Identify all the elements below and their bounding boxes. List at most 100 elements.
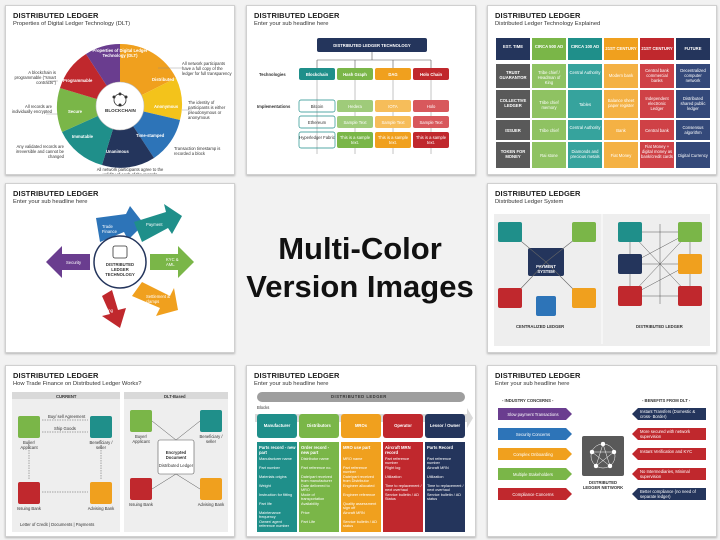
column-head: MRO use part	[343, 445, 371, 450]
tech-holo-chain: Holo Chain	[419, 72, 443, 77]
slide-subtitle: Properties of Digital Ledger Technology …	[13, 21, 131, 27]
slide-dlt-tree[interactable]: DISTRIBUTED LEDGER Enter your sub headli…	[246, 5, 476, 175]
col-header-21c-b: 21ST CENTURY	[641, 46, 673, 51]
benefits-header: - BENEFITS FROM DLT -	[642, 398, 691, 403]
table-cell: Central Authority	[569, 70, 601, 75]
column-item: Time to replacement / next overhaul	[385, 484, 422, 493]
segment-programmable: Programmable	[63, 78, 93, 83]
concerns-benefits-diagram	[498, 408, 706, 500]
table-cell: Independent electronic Ledger	[645, 96, 669, 111]
concerns-header: - INDUSTRY CONCERNS -	[502, 398, 554, 403]
table-cell: Distributed shared public ledger	[680, 96, 706, 111]
tree-root: DISTRIBUTED LEDGER TECHNOLOGY	[333, 43, 411, 48]
hub-label: DISTRIBUTED LEDGER TECHNOLOGY	[105, 262, 135, 277]
col-header-21c-a: 21ST CENTURY	[605, 46, 637, 51]
banner-label: DISTRIBUTED LEDGER	[331, 394, 387, 399]
slide-ledger-system[interactable]: DISTRIBUTED LEDGER Distributed Ledger Sy…	[487, 183, 717, 353]
table-cell: Diamonds and precious metals	[570, 149, 600, 159]
slide-trade-finance[interactable]: DISTRIBUTED LEDGER How Trade Finance on …	[5, 365, 235, 537]
concern-item: Complex Onboarding	[513, 452, 553, 457]
col-header-100ad: CIRCA 100 AD	[570, 44, 600, 49]
table-cell: Rai stone	[540, 153, 558, 158]
concern-item: Security Concerns	[515, 432, 551, 437]
blocks-label: Blocks	[257, 405, 270, 410]
column-item: Part Life	[301, 520, 316, 524]
slide-dlt-properties[interactable]: DISTRIBUTED LEDGER Properties of Digital…	[5, 5, 235, 175]
table-cell: COLLECTIVE LEDGER	[499, 98, 527, 108]
column-item: Time to replacement / next overhaul	[427, 484, 464, 493]
benefit-item: More secured with network supervision	[640, 429, 691, 439]
segment-immutable: Immutable	[72, 134, 93, 139]
slide-title: DISTRIBUTED LEDGER	[495, 371, 581, 380]
network-label: DISTRIBUTED LEDGER NETWORK	[582, 480, 624, 490]
impl-holo: Holo	[426, 104, 436, 109]
column-name: Manufacturer	[263, 423, 291, 428]
table-cell: ISSUER	[505, 128, 521, 133]
row-label-implementations: Implementations	[257, 104, 291, 109]
segment-time-stamped: Time-stamped	[136, 133, 165, 138]
arrow-security: Security	[66, 260, 82, 265]
column-item: Part reference number	[385, 457, 410, 466]
tech-dag: DAG	[388, 72, 398, 77]
impl-ethereum: Ethereum	[307, 120, 327, 125]
impl-bitcoin: Bitcoin	[310, 104, 324, 109]
table-cell: Balance sheet paper register	[607, 98, 635, 108]
slide-dlt-explained[interactable]: DISTRIBUTED LEDGER Distributed Ledger Te…	[487, 5, 717, 175]
column-item: Distributor name	[301, 457, 329, 461]
heading-line-2: Version Images	[246, 269, 474, 304]
column-item: Instruction for fitting	[259, 493, 293, 497]
column-item: Manufacturer name	[259, 457, 292, 461]
slide-supply-chain[interactable]: DISTRIBUTED LEDGER Enter your sub headli…	[246, 365, 476, 537]
table-cell: Fiat Money + digital money as bank/credi…	[641, 144, 673, 159]
col-header-est-time: EST. TIME	[502, 44, 523, 49]
column-item: Service bulletin / AD status	[343, 520, 377, 529]
column-item: Mode of transportation	[301, 493, 325, 502]
note-secure: All records are individually encrypted	[11, 104, 52, 114]
table-cell: Tribe chief / Headman of King	[537, 70, 561, 85]
column-item: Part life	[259, 502, 272, 506]
slide-title: DISTRIBUTED LEDGER	[13, 11, 99, 20]
trade-finance-diagram	[12, 392, 228, 532]
current-seller: Beneficiary / seller	[89, 440, 113, 450]
impl-dag-sample: Sample Text	[381, 120, 405, 125]
column-item: Date/part received from manufacturer	[301, 475, 333, 484]
note-programmable: A blockchain is programmable ("smart con…	[14, 70, 56, 85]
segment-secure: Secure	[68, 109, 82, 114]
segment-unanimous: Unanimous	[106, 149, 129, 154]
slide-subtitle: Enter your sub headline here	[495, 381, 570, 387]
impl-holo-text: This is a sample text.	[415, 135, 447, 145]
column-item: Service bulletin / AD Status	[385, 493, 419, 502]
payment-system-label: PAYMENT SYSTEM	[536, 264, 556, 274]
column-item: Engineer reference	[343, 493, 376, 497]
column-item: Flight log	[385, 466, 401, 470]
multi-color-heading: Multi-Color Version Images	[238, 230, 482, 306]
concern-item: Slow payment Transactions	[507, 412, 559, 417]
slide-subtitle: Enter your sub headline here	[13, 199, 88, 205]
column-item: Maintenance frequency	[259, 511, 281, 520]
slide-subtitle: Distributed Ledger System	[495, 199, 564, 205]
segment-anonymous: Anonymous	[154, 104, 179, 109]
col-header-500ad: CIRCA 500 AD	[534, 44, 564, 49]
concern-item: Compliance Concerns	[512, 492, 554, 497]
table-cell: Consensus algorithm	[682, 125, 704, 135]
current-issuing-bank: Issuing Bank	[17, 506, 41, 511]
dlt-issuing-bank: Issuing Bank	[129, 502, 153, 507]
table-cell: Tables	[578, 102, 592, 107]
slide-subtitle: Enter your sub headline here	[254, 381, 329, 387]
column-head: Aircraft MRN record	[385, 445, 411, 455]
arrow-settlement: Settlement & clamps	[146, 294, 170, 304]
current-advising-bank: Advising Bank	[87, 506, 115, 511]
table-cell: Central Authority	[569, 125, 601, 130]
impl-hyperledger: Hyperledger Fabric	[299, 135, 335, 140]
column-item: Utilization	[427, 475, 444, 479]
table-cell: Bank	[616, 128, 626, 133]
impl-dag-text: This is a sample text.	[377, 135, 409, 145]
column-head: Parts Record	[427, 445, 454, 450]
slide-title: DISTRIBUTED LEDGER	[13, 371, 99, 380]
slide-concerns-benefits[interactable]: DISTRIBUTED LEDGER Enter your sub headli…	[487, 365, 717, 537]
centralized-ledger-label: CENTRALIZED LEDGER	[516, 324, 565, 329]
slide-title: DISTRIBUTED LEDGER	[254, 371, 340, 380]
tech-blockchain: Blockchain	[305, 72, 329, 77]
slide-dlt-use-cases[interactable]: DISTRIBUTED LEDGER Enter your sub headli…	[5, 183, 235, 353]
ledger-system-diagram	[494, 214, 710, 346]
